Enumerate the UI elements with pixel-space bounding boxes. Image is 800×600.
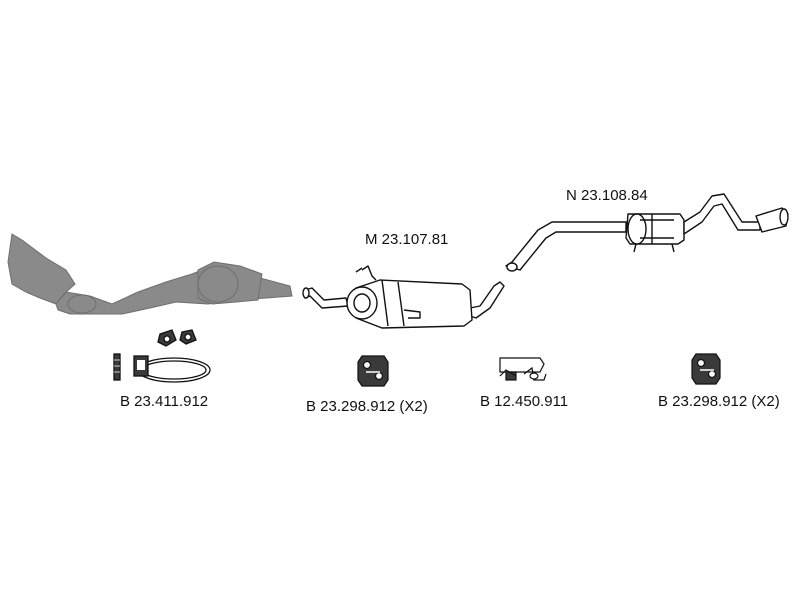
rubber-hanger-icon: [357, 355, 389, 387]
rear-silencer-icon: [505, 193, 789, 272]
rubber-hanger-rear-icon: [691, 353, 721, 385]
pipe-clamp-icon: [499, 357, 547, 381]
pipe-clamp-label: B 12.450.911: [480, 393, 568, 410]
front-section-icon: [7, 233, 293, 315]
hanger-middle-label: B 23.298.912 (X2): [306, 398, 428, 415]
middle-muffler-label: M 23.107.81: [365, 231, 448, 248]
middle-silencer-icon: [302, 265, 505, 329]
rear-muffler-label: N 23.108.84: [566, 187, 648, 204]
hanger-rear-label: B 23.298.912 (X2): [658, 393, 780, 410]
clamp-kit-icon: [113, 329, 211, 383]
clamp-kit-label: B 23.411.912: [120, 393, 208, 410]
